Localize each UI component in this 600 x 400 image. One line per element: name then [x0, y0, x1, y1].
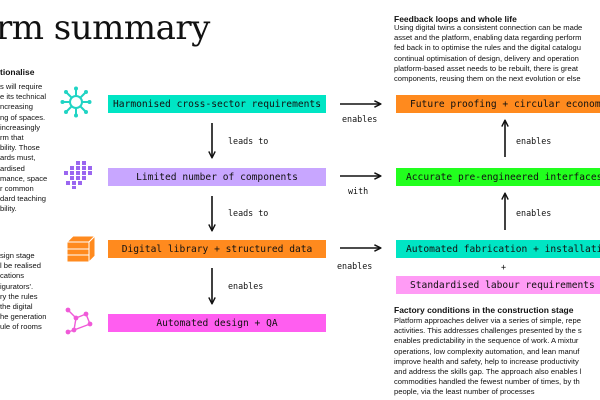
left-body-line: bility. [0, 204, 17, 214]
left-body-line: ards must, [0, 153, 36, 163]
factory-body-line: activities. This addresses challenges pr… [394, 326, 582, 336]
factory-body-line: improve health and safety, help to incre… [394, 356, 579, 366]
label-leads-to-2: leads to [228, 208, 269, 218]
box-harmonised-requirements: Harmonised cross-sector requirements [108, 95, 326, 113]
left-body-line: ng of spaces. [0, 112, 46, 122]
left-body-line: e its technical [0, 92, 47, 102]
left-body-line: the digital [0, 302, 33, 312]
box-digital-library: Digital library + structured data [108, 240, 326, 258]
left-body-line: ry the rules [0, 291, 38, 301]
left-body-line: dard teaching [0, 194, 47, 204]
factory-body-line: enables predictability in the sequence o… [394, 336, 579, 346]
left-body-line: l be realised [0, 261, 41, 271]
left-body-line: igurators'. [0, 281, 34, 291]
left-body-line: rm that [0, 133, 24, 143]
left-body-line: r common [0, 184, 34, 194]
left-body-line: ardised [0, 163, 25, 173]
left-section-heading: tionalise [0, 67, 35, 77]
pixel-grid-icon [64, 161, 92, 189]
node-graph-icon [65, 307, 93, 335]
feedback-body: Using digital twins a consistent connect… [394, 23, 582, 84]
factory-body-line: people, via the least number of processe… [394, 387, 535, 397]
factory-body-line: and address the skills gap. The approach… [394, 367, 582, 377]
left-body-line: ncreasing [0, 102, 33, 112]
factory-heading: Factory conditions in the construction s… [394, 305, 574, 315]
label-with-cross: with [348, 186, 369, 196]
label-enables-cross-3: enables [337, 261, 373, 271]
left-body-line: s will require [0, 82, 43, 91]
label-enables-cross-1: enables [342, 114, 378, 124]
box-limited-components: Limited number of components [108, 168, 326, 186]
feedback-body-line: components, reusing them on the next evo… [394, 74, 581, 84]
left-body-line: cations [0, 271, 25, 281]
network-hub-icon [60, 86, 92, 118]
label-leads-to-1: leads to [228, 136, 269, 146]
factory-body: Platform approaches deliver via a series… [394, 316, 582, 398]
box-automated-design: Automated design + QA [108, 314, 326, 332]
factory-body-line: commodities handled the fewest number of… [394, 377, 580, 387]
left-body-line: bility. Those [0, 143, 40, 153]
feedback-body-line: platform-based asset needs to be rebuilt… [394, 63, 579, 73]
left-body-line: sign stage [0, 251, 35, 260]
page-title: rm summary [0, 8, 210, 48]
feedback-body-line: fed back in to optimise the rules and th… [394, 43, 582, 53]
stacked-blocks-icon [65, 234, 96, 264]
box-standardised-labour: Standardised labour requirements [396, 276, 600, 294]
left-body-line: mance, space [0, 173, 48, 183]
label-plus: + [501, 262, 507, 272]
box-automated-fabrication: Automated fabrication + installation [396, 240, 600, 258]
feedback-body-line: continual optimisation of design, delive… [394, 53, 579, 63]
factory-body-line: operations, low complexity automation, a… [394, 346, 580, 356]
feedback-body-line: Using digital twins a consistent connect… [394, 23, 583, 32]
left-body-line: he generation [0, 312, 47, 322]
factory-body-line: Platform approaches deliver via a series… [394, 316, 581, 325]
feedback-heading: Feedback loops and whole life [394, 14, 517, 24]
feedback-body-line: asset and the platform, enabling data re… [394, 33, 582, 43]
label-enables-left: enables [228, 281, 264, 291]
left-body-line: ule of rooms [0, 322, 42, 332]
box-accurate-interfaces: Accurate pre-engineered interfaces [396, 168, 600, 186]
label-enables-right-2: enables [516, 208, 552, 218]
label-enables-right-1: enables [516, 136, 552, 146]
left-body-line: increasingly [0, 122, 41, 132]
box-future-proofing: Future proofing + circular economy [396, 95, 600, 113]
